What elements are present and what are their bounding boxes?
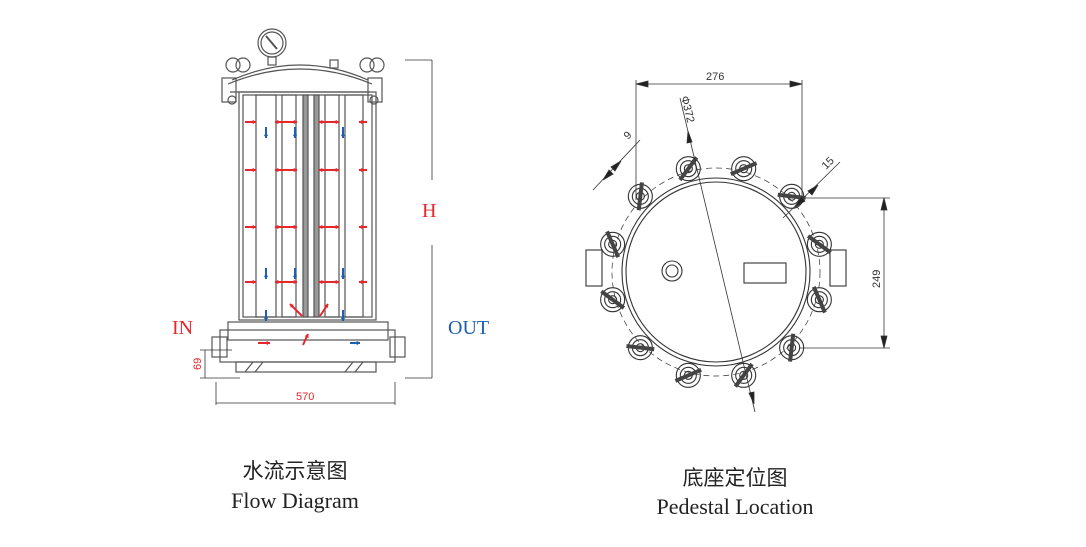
flow-arrow-icon xyxy=(359,224,367,230)
flow-arrow-icon xyxy=(282,224,297,230)
bolt-lug-icon xyxy=(779,333,805,362)
bolt-lug-icon xyxy=(806,286,832,314)
hole-dimension: 9 xyxy=(622,129,635,142)
flow-arrow-icon xyxy=(275,224,282,230)
flow-arrow-icon xyxy=(275,279,282,285)
flow-arrow-icon xyxy=(334,224,339,230)
flow-arrow-icon xyxy=(263,310,269,321)
flow-arrow-icon xyxy=(292,127,298,138)
bolt-lug-icon xyxy=(627,182,653,211)
flow-arrow-icon xyxy=(319,224,334,230)
flow-arrow-icon xyxy=(340,310,346,321)
bolt-lug-icon xyxy=(731,362,757,388)
nameplate-slot xyxy=(743,262,787,284)
pedestal-caption-cn: 底座定位图 xyxy=(682,466,788,490)
flow-arrow-icon xyxy=(282,119,297,125)
width-dimension: 570 xyxy=(296,391,314,403)
bolt-lug-icon xyxy=(730,156,758,182)
height-label: H xyxy=(422,200,436,222)
inlet-label: IN xyxy=(172,317,193,339)
flow-arrow-icon xyxy=(245,167,256,173)
flow-arrow-icon xyxy=(319,119,334,125)
base-circle xyxy=(625,181,807,363)
flow-arrow-icon xyxy=(282,167,297,173)
vertical-dimension: 249 xyxy=(871,270,883,288)
bolt-lug-icon xyxy=(600,287,626,313)
flow-arrow-icon xyxy=(359,119,367,125)
flow-arrow-icon xyxy=(334,119,339,125)
flow-arrow-icon xyxy=(245,279,256,285)
bolt-lug-icon xyxy=(626,335,655,361)
flow-arrow-icon xyxy=(334,279,339,285)
flow-arrow-icon xyxy=(319,303,329,317)
flow-arrow-icon xyxy=(319,167,334,173)
flow-arrow-icon xyxy=(359,279,367,285)
flow-arrow-icon xyxy=(245,224,256,230)
span-dimension: 276 xyxy=(706,71,724,83)
flow-arrow-icon xyxy=(263,127,269,138)
diameter-dimension: Φ372 xyxy=(678,95,696,124)
flow-arrows xyxy=(245,119,367,346)
flow-arrow-icon xyxy=(275,119,282,125)
bolt-lug-icon xyxy=(674,362,702,388)
base-manifold xyxy=(227,321,389,341)
flow-arrow-icon xyxy=(350,340,360,346)
clamp-right xyxy=(359,57,385,105)
flow-arrow-icon xyxy=(289,303,303,317)
pedestal-diagram xyxy=(585,80,890,413)
flow-caption-cn: 水流示意图 xyxy=(242,459,348,483)
drain-port xyxy=(661,260,683,282)
flow-arrow-icon xyxy=(334,167,339,173)
flow-caption-en: Flow Diagram xyxy=(231,488,359,513)
bolt-lug-icon xyxy=(600,230,626,258)
clamp-left xyxy=(221,57,251,105)
lug-dimension: 15 xyxy=(820,155,837,172)
flow-arrow-icon xyxy=(292,268,298,279)
flow-arrow-icon xyxy=(302,333,309,346)
flow-arrow-icon xyxy=(282,279,297,285)
flow-diagram xyxy=(200,28,433,405)
flow-arrow-icon xyxy=(263,268,269,279)
flow-arrow-icon xyxy=(340,268,346,279)
flow-arrow-icon xyxy=(258,340,270,346)
flow-arrow-icon xyxy=(245,119,256,125)
outlet-label: OUT xyxy=(448,317,489,339)
flow-arrow-icon xyxy=(275,167,282,173)
flow-arrow-icon xyxy=(359,167,367,173)
housing xyxy=(238,91,377,321)
lid xyxy=(231,64,369,81)
flow-arrow-icon xyxy=(319,279,334,285)
bolt-lug-icon xyxy=(806,231,832,257)
flow-arrow-icon xyxy=(340,127,346,138)
bolt-lug-icon xyxy=(675,156,701,182)
pedestal-caption-en: Pedestal Location xyxy=(656,494,814,519)
base-height-dimension: 69 xyxy=(192,358,204,370)
